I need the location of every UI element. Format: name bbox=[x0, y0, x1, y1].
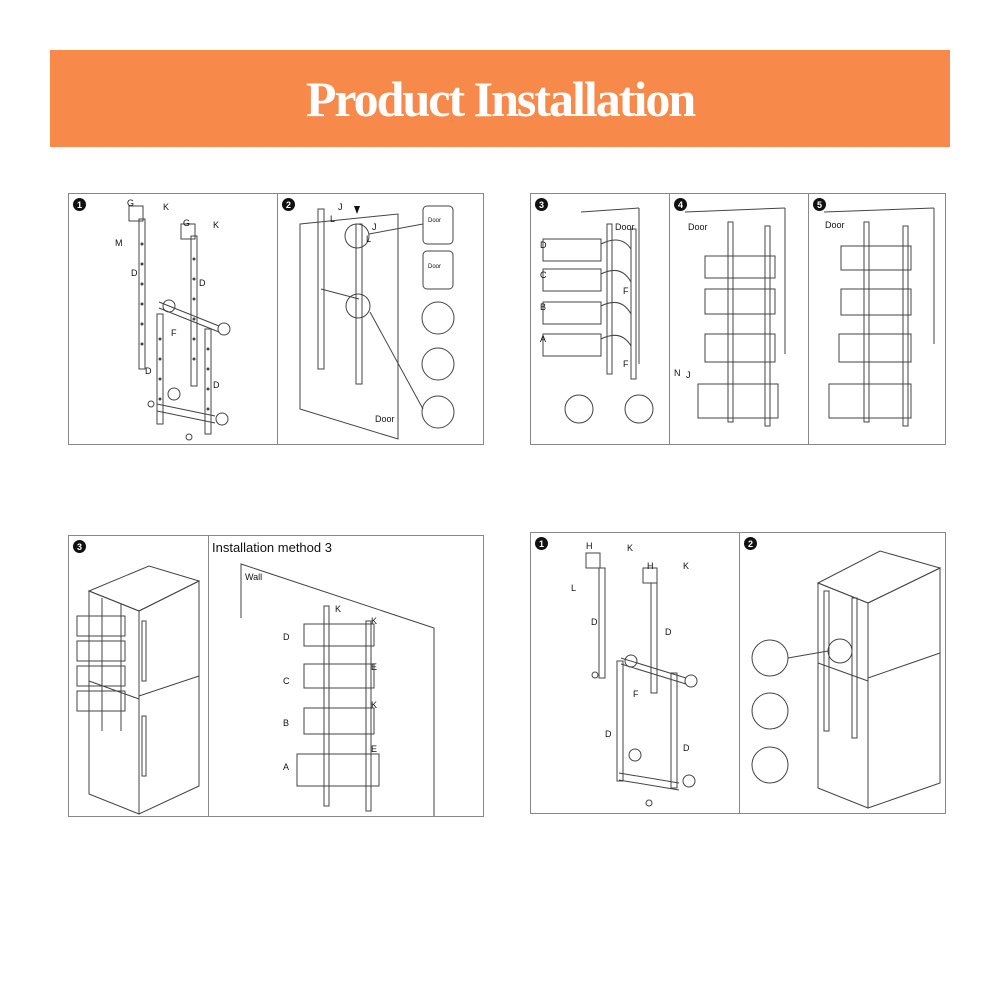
part-label: B bbox=[283, 718, 290, 728]
door-label: Door bbox=[688, 222, 708, 232]
figure-b-step3-panel: 3 Door D C B A F F bbox=[530, 193, 670, 445]
part-label: D bbox=[145, 366, 152, 376]
part-label: K bbox=[213, 220, 220, 230]
part-label: F bbox=[171, 328, 177, 338]
figure-a-step2-panel: 2 L J L J Door Door Door bbox=[277, 193, 484, 445]
part-label: E bbox=[371, 662, 378, 672]
part-label: J bbox=[338, 202, 343, 212]
part-label: D bbox=[540, 240, 547, 250]
step-number-badge: 4 bbox=[674, 198, 687, 211]
page-title: Product Installation bbox=[305, 70, 696, 127]
part-label: D bbox=[283, 632, 290, 642]
door-label: Door bbox=[428, 264, 442, 270]
part-label: D bbox=[683, 743, 690, 753]
header-banner: Product Installation bbox=[50, 50, 950, 147]
wall-label: Wall bbox=[245, 572, 263, 582]
fridge-side-mount-diagram bbox=[76, 565, 201, 815]
part-label: F bbox=[623, 286, 629, 296]
part-label: F bbox=[623, 359, 629, 369]
door-label: Door bbox=[375, 414, 395, 424]
figure-b-step4-panel: 4 Door N J bbox=[669, 193, 809, 445]
part-label: G bbox=[127, 198, 135, 208]
part-label: L bbox=[366, 234, 372, 244]
door-label: Door bbox=[825, 220, 845, 230]
part-label: E bbox=[371, 744, 378, 754]
part-label: K bbox=[683, 561, 690, 571]
door-mount-diagram bbox=[299, 205, 455, 440]
basket-hanging-diagram bbox=[542, 207, 654, 424]
part-label: L bbox=[571, 583, 577, 593]
part-label: J bbox=[686, 370, 691, 380]
fridge-mount-diagram bbox=[751, 550, 942, 809]
step-number-badge: 5 bbox=[813, 198, 826, 211]
part-label: K bbox=[627, 543, 634, 553]
part-label: K bbox=[371, 616, 378, 626]
part-label: B bbox=[540, 302, 547, 312]
method-title: Installation method 3 bbox=[212, 540, 332, 555]
part-label: G bbox=[183, 218, 191, 228]
figure-d-step2-panel: 2 bbox=[739, 532, 946, 814]
part-label: J bbox=[372, 222, 377, 232]
step-number-badge: 2 bbox=[744, 537, 757, 550]
wall-mount-diagram bbox=[240, 563, 435, 816]
part-label: A bbox=[540, 334, 547, 344]
part-label: D bbox=[131, 268, 138, 278]
rack-frame-diagram bbox=[128, 205, 231, 441]
part-label: L bbox=[330, 214, 336, 224]
part-label: K bbox=[371, 700, 378, 710]
part-label: D bbox=[665, 627, 672, 637]
figure-c-step3-panel: 3 bbox=[68, 535, 209, 817]
part-label: D bbox=[213, 380, 220, 390]
step-number-badge: 3 bbox=[535, 198, 548, 211]
step-number-badge: 2 bbox=[282, 198, 295, 211]
part-label: D bbox=[591, 617, 598, 627]
part-label: N bbox=[674, 368, 681, 378]
part-label: M bbox=[115, 238, 123, 248]
part-label: H bbox=[586, 541, 593, 551]
step-number-badge: 1 bbox=[73, 198, 86, 211]
figure-d-step1-panel: 1 H K L H K D D F D D bbox=[530, 532, 740, 814]
figure-a-step1-panel: 1 G K M G K D D F D D bbox=[68, 193, 278, 445]
part-label: K bbox=[163, 202, 170, 212]
part-label: C bbox=[283, 676, 290, 686]
part-label: C bbox=[540, 270, 547, 280]
door-label: Door bbox=[615, 222, 635, 232]
figure-c-method-panel: Installation method 3 Wall K K K D C B A… bbox=[208, 535, 484, 817]
door-label: Door bbox=[428, 218, 442, 224]
step-number-badge: 3 bbox=[73, 540, 86, 553]
baskets-on-door-diagram bbox=[684, 207, 786, 427]
part-label: F bbox=[633, 689, 639, 699]
rack-frame-diagram bbox=[585, 552, 698, 807]
part-label: D bbox=[199, 278, 206, 288]
part-label: H bbox=[647, 561, 654, 571]
assembled-rack-diagram bbox=[823, 207, 935, 427]
figure-b-step5-panel: 5 Door bbox=[808, 193, 946, 445]
part-label: A bbox=[283, 762, 290, 772]
step-number-badge: 1 bbox=[535, 537, 548, 550]
part-label: D bbox=[605, 729, 612, 739]
part-label: K bbox=[335, 604, 342, 614]
